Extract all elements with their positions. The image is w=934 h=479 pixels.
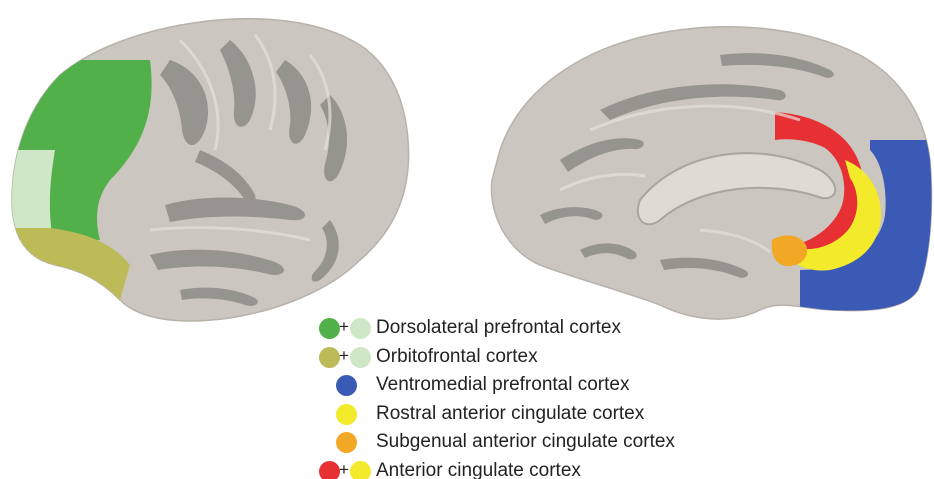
legend-swatch xyxy=(350,318,371,339)
legend-swatch xyxy=(350,461,371,479)
legend-label: Rostral anterior cingulate cortex xyxy=(376,402,644,426)
legend-item-acc: + Anterior cingulate cortex xyxy=(318,457,738,479)
plus-sign: + xyxy=(339,345,349,367)
legend-label: Subgenual anterior cingulate cortex xyxy=(376,430,675,454)
legend-item-dlpfc: + Dorsolateral prefrontal cortex xyxy=(318,314,738,343)
legend-swatch xyxy=(319,461,340,479)
dlpfc-light-region xyxy=(0,150,55,235)
lateral-hemisphere xyxy=(0,19,409,321)
legend-swatch xyxy=(336,432,357,453)
legend-label: Dorsolateral prefrontal cortex xyxy=(376,316,621,340)
legend-label: Anterior cingulate cortex xyxy=(376,459,581,479)
legend-item-ofc: + Orbitofrontal cortex xyxy=(318,343,738,372)
legend-item-racc: Rostral anterior cingulate cortex xyxy=(318,400,738,429)
legend-item-vmpfc: Ventromedial prefrontal cortex xyxy=(318,371,738,400)
legend-swatch xyxy=(319,318,340,339)
medial-hemisphere xyxy=(491,27,934,320)
legend-swatch xyxy=(350,347,371,368)
legend-swatch xyxy=(336,375,357,396)
legend-item-sgacc: Subgenual anterior cingulate cortex xyxy=(318,428,738,457)
legend-swatch xyxy=(319,347,340,368)
legend-label: Orbitofrontal cortex xyxy=(376,345,538,369)
plus-sign: + xyxy=(339,459,349,479)
legend-swatch xyxy=(336,404,357,425)
legend: + Dorsolateral prefrontal cortex + Orbit… xyxy=(318,314,738,479)
plus-sign: + xyxy=(339,316,349,338)
legend-label: Ventromedial prefrontal cortex xyxy=(376,373,629,397)
